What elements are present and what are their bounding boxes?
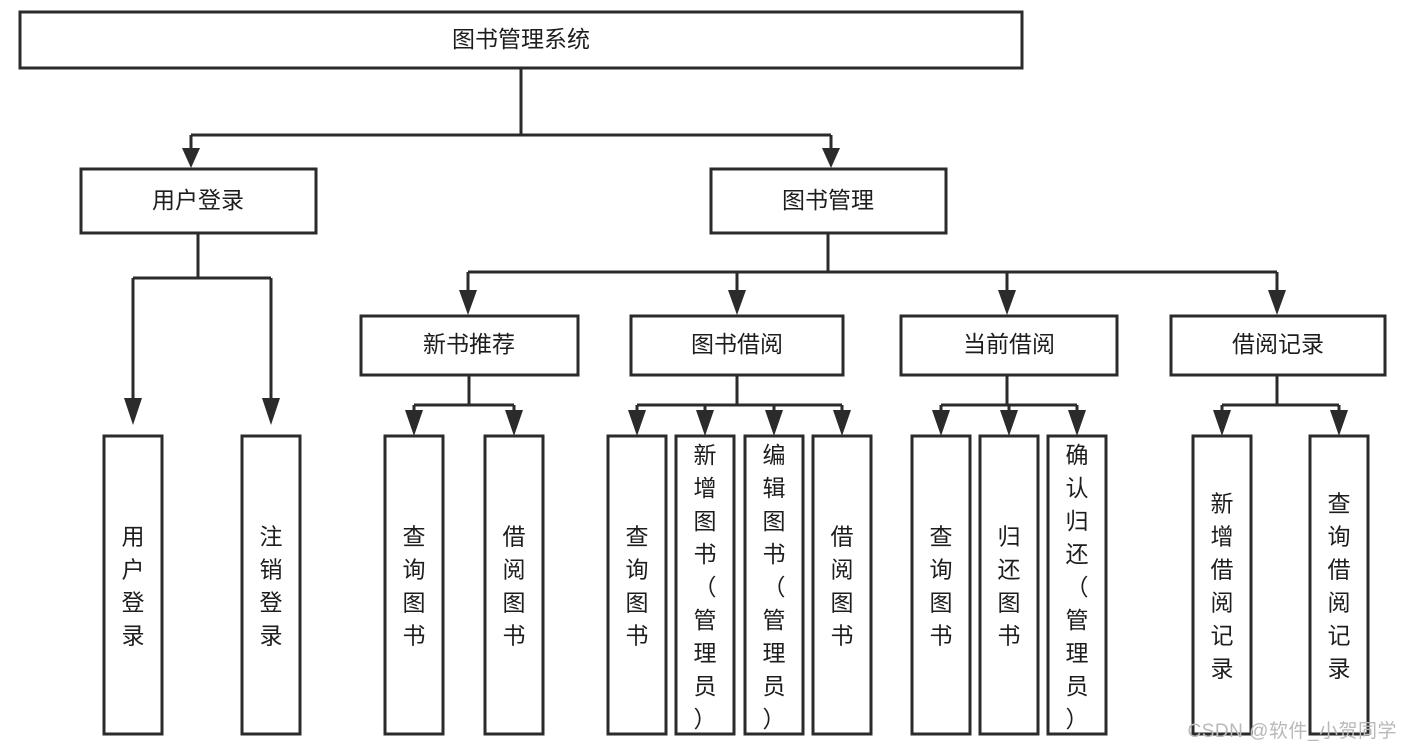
node-leaf-edit-book[interactable]: 编辑图书（管理员） <box>743 434 805 736</box>
node-leaf-add-record-box[interactable] <box>1191 434 1253 736</box>
node-leaf-query-record[interactable]: 查询借阅记录 <box>1308 434 1370 736</box>
node-leaf-borrow-book-2-box[interactable] <box>811 434 873 736</box>
node-root-box[interactable] <box>18 10 1024 70</box>
node-leaf-borrow-book-1-label: 借阅图书 <box>503 524 526 649</box>
node-root[interactable]: 图书管理系统 <box>18 10 1024 70</box>
node-leaf-query-book-2[interactable]: 查询图书 <box>606 434 668 736</box>
node-leaf-borrow-book-1[interactable]: 借阅图书 <box>483 434 545 736</box>
node-user-login[interactable]: 用户登录 <box>79 167 318 235</box>
node-book-manage[interactable]: 图书管理 <box>709 167 948 235</box>
arrow-head-leaf-query-book-1 <box>405 410 423 436</box>
node-current-borrow[interactable]: 当前借阅 <box>899 314 1119 377</box>
node-book-borrow[interactable]: 图书借阅 <box>629 314 845 377</box>
node-leaf-return-book-box[interactable] <box>978 434 1040 736</box>
node-new-book-rec[interactable]: 新书推荐 <box>359 314 580 377</box>
node-book-manage-box[interactable] <box>709 167 948 235</box>
node-leaf-logout-box[interactable] <box>240 434 302 736</box>
node-leaf-query-book-3-label: 查询图书 <box>930 524 953 649</box>
node-user-login-box[interactable] <box>79 167 318 235</box>
node-leaf-user-login[interactable]: 用户登录 <box>102 434 164 736</box>
node-current-borrow-box[interactable] <box>899 314 1119 377</box>
node-leaf-user-login-box[interactable] <box>102 434 164 736</box>
node-leaf-query-book-1-label: 查询图书 <box>403 524 426 649</box>
node-leaf-logout[interactable]: 注销登录 <box>240 434 302 736</box>
node-leaf-add-record-label: 新增借阅记录 <box>1211 491 1234 682</box>
node-root-label: 图书管理系统 <box>452 26 590 52</box>
node-leaf-query-book-3[interactable]: 查询图书 <box>910 434 972 736</box>
arrow-head-leaf-add-record <box>1213 410 1231 436</box>
arrow-head-leaf-user-login <box>124 398 142 425</box>
node-borrow-record-label: 借阅记录 <box>1232 331 1324 357</box>
arrow-head-leaf-query-record <box>1330 410 1348 436</box>
node-leaf-add-record[interactable]: 新增借阅记录 <box>1191 434 1253 736</box>
node-leaf-query-book-2-box[interactable] <box>606 434 668 736</box>
connector-layer <box>124 68 1348 436</box>
node-user-login-label: 用户登录 <box>152 187 244 213</box>
node-new-book-rec-label: 新书推荐 <box>423 331 515 357</box>
node-new-book-rec-box[interactable] <box>359 314 580 377</box>
arrow-head-leaf-borrow-book-2 <box>833 410 851 436</box>
arrow-head-leaf-query-book-2 <box>628 410 646 436</box>
arrow-head-book-manage <box>822 148 840 168</box>
node-leaf-confirm-return[interactable]: 确认归还（管理员） <box>1046 434 1108 736</box>
node-leaf-borrow-book-2-label: 借阅图书 <box>831 524 854 649</box>
node-leaf-user-login-label: 用户登录 <box>122 524 145 649</box>
node-leaf-edit-book-label: 编辑图书（管理员） <box>763 442 786 732</box>
arrow-head-leaf-return-book <box>1000 410 1018 436</box>
node-leaf-query-book-3-box[interactable] <box>910 434 972 736</box>
node-leaf-query-book-2-label: 查询图书 <box>626 524 649 649</box>
node-leaf-add-book-label: 新增图书（管理员） <box>694 442 717 732</box>
node-leaf-query-book-1[interactable]: 查询图书 <box>383 434 445 736</box>
node-current-borrow-label: 当前借阅 <box>963 331 1055 357</box>
node-leaf-return-book-label: 归还图书 <box>998 524 1021 649</box>
node-leaf-borrow-book-1-box[interactable] <box>483 434 545 736</box>
node-book-borrow-label: 图书借阅 <box>691 331 783 357</box>
node-leaf-confirm-return-label: 确认归还（管理员） <box>1066 442 1089 732</box>
arrow-head-current-borrow <box>998 290 1016 315</box>
arrow-head-leaf-query-book-3 <box>932 410 950 436</box>
arrow-head-leaf-add-book <box>696 410 714 436</box>
arrow-head-new-book-rec <box>459 290 477 315</box>
node-leaf-return-book[interactable]: 归还图书 <box>978 434 1040 736</box>
arrow-head-borrow-record <box>1268 290 1286 315</box>
node-borrow-record-box[interactable] <box>1169 314 1387 377</box>
node-leaf-logout-label: 注销登录 <box>260 524 283 649</box>
node-leaf-borrow-book-2[interactable]: 借阅图书 <box>811 434 873 736</box>
node-book-manage-label: 图书管理 <box>782 187 874 213</box>
node-leaf-add-book[interactable]: 新增图书（管理员） <box>674 434 736 736</box>
node-borrow-record[interactable]: 借阅记录 <box>1169 314 1387 377</box>
arrow-head-book-borrow <box>728 290 746 315</box>
node-leaf-query-record-label: 查询借阅记录 <box>1328 491 1351 682</box>
node-leaf-add-book-box[interactable] <box>674 434 736 736</box>
arrow-head-user-login <box>182 148 200 168</box>
node-leaf-query-book-1-box[interactable] <box>383 434 445 736</box>
node-book-borrow-box[interactable] <box>629 314 845 377</box>
node-leaf-confirm-return-box[interactable] <box>1046 434 1108 736</box>
node-leaf-query-record-box[interactable] <box>1308 434 1370 736</box>
arrow-head-leaf-confirm-return <box>1068 410 1086 436</box>
arrow-head-leaf-logout <box>262 398 280 425</box>
arrow-head-leaf-borrow-book-1 <box>505 410 523 436</box>
arrow-head-leaf-edit-book <box>765 410 783 436</box>
node-leaf-edit-book-box[interactable] <box>743 434 805 736</box>
